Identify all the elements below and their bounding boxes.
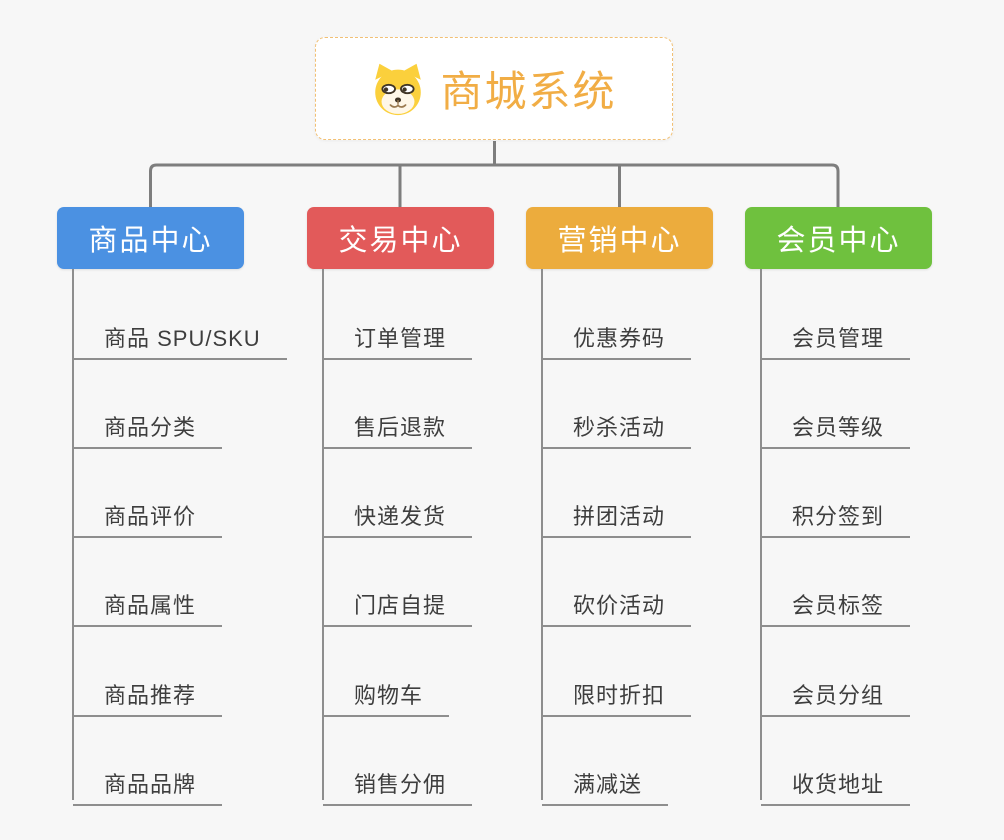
leaf-node[interactable]: 销售分佣 bbox=[323, 758, 473, 806]
branch-spine bbox=[72, 269, 74, 800]
leaf-node[interactable]: 售后退款 bbox=[323, 401, 473, 449]
leaf-node[interactable]: 积分签到 bbox=[761, 490, 911, 538]
leaf-node[interactable]: 订单管理 bbox=[323, 312, 473, 360]
branch-spine bbox=[541, 269, 543, 800]
branch-node-product-center[interactable]: 商品中心 bbox=[57, 207, 244, 269]
leaf-node[interactable]: 商品品牌 bbox=[73, 758, 223, 806]
doge-icon bbox=[375, 63, 422, 115]
leaf-node[interactable]: 会员等级 bbox=[761, 401, 911, 449]
leaf-node[interactable]: 秒杀活动 bbox=[542, 401, 692, 449]
leaf-node[interactable]: 快递发货 bbox=[323, 490, 473, 538]
root-node[interactable]: 商城系统 bbox=[315, 37, 673, 140]
branch-label: 会员中心 bbox=[776, 225, 901, 257]
leaf-node[interactable]: 限时折扣 bbox=[542, 669, 692, 717]
branch-node-member-center[interactable]: 会员中心 bbox=[745, 207, 932, 269]
leaf-node[interactable]: 商品分类 bbox=[73, 401, 223, 449]
leaf-node[interactable]: 砍价活动 bbox=[542, 579, 692, 627]
leaf-node[interactable]: 商品 SPU/SKU bbox=[73, 312, 287, 360]
branch-rail-line bbox=[149, 163, 840, 207]
branch-spine bbox=[760, 269, 762, 800]
leaf-node[interactable]: 收货地址 bbox=[761, 758, 911, 806]
branch-label: 交易中心 bbox=[338, 225, 463, 257]
leaf-node[interactable]: 会员标签 bbox=[761, 579, 911, 627]
leaf-node[interactable]: 商品属性 bbox=[73, 579, 223, 627]
leaf-node[interactable]: 满减送 bbox=[542, 758, 669, 806]
branch-node-trade-center[interactable]: 交易中心 bbox=[307, 207, 494, 269]
root-title: 商城系统 bbox=[440, 68, 617, 115]
leaf-node[interactable]: 会员分组 bbox=[761, 669, 911, 717]
leaf-node[interactable]: 商品推荐 bbox=[73, 669, 223, 717]
branch-node-marketing-center[interactable]: 营销中心 bbox=[526, 207, 713, 269]
branch-label: 营销中心 bbox=[557, 225, 682, 257]
leaf-node[interactable]: 商品评价 bbox=[73, 490, 223, 538]
branch-spine bbox=[322, 269, 324, 800]
leaf-node[interactable]: 购物车 bbox=[323, 669, 450, 717]
leaf-node[interactable]: 拼团活动 bbox=[542, 490, 692, 538]
leaf-node[interactable]: 会员管理 bbox=[761, 312, 911, 360]
leaf-node[interactable]: 优惠券码 bbox=[542, 312, 692, 360]
branch-label: 商品中心 bbox=[88, 225, 213, 257]
leaf-node[interactable]: 门店自提 bbox=[323, 579, 473, 627]
